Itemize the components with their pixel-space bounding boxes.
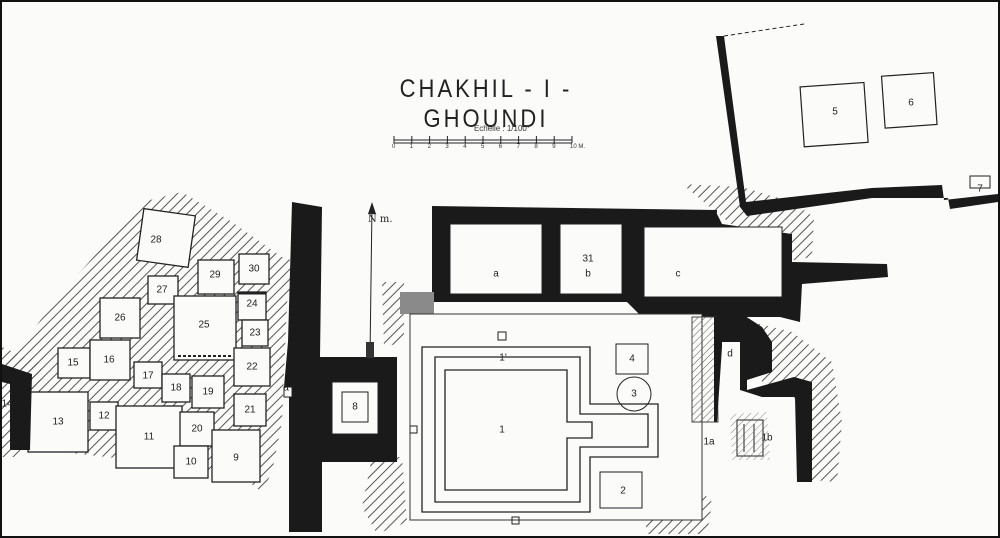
label-8: 8 <box>352 401 358 413</box>
label-4: 4 <box>629 353 635 365</box>
wall-far-left <box>2 364 32 450</box>
room-b <box>559 223 623 295</box>
label-12: 12 <box>98 410 110 422</box>
label-a: a <box>493 268 499 280</box>
scale-tick-7: 7 <box>516 144 520 150</box>
room-5-box <box>799 81 869 148</box>
label-b: b <box>585 268 591 280</box>
label-19: 19 <box>202 386 214 398</box>
room-c <box>643 226 783 298</box>
label-d: d <box>727 348 733 360</box>
scale-tick-0: 0 <box>392 144 396 150</box>
wall-right-hatched <box>691 316 719 423</box>
label-6: 6 <box>908 97 914 109</box>
scale-tick-9: 9 <box>552 144 556 150</box>
label-18: 18 <box>170 382 182 394</box>
wall-vertical-left <box>284 202 397 532</box>
label-16: 16 <box>103 354 115 366</box>
label-20: 20 <box>191 423 203 435</box>
ruin-hatch-right <box>752 322 842 482</box>
label-5: 5 <box>832 106 838 118</box>
label-27: 27 <box>156 284 168 296</box>
label-c: c <box>675 268 681 280</box>
basin-inner <box>434 356 649 503</box>
label-25: 25 <box>198 319 210 331</box>
room-d <box>722 342 740 374</box>
label-1-prime: 1' <box>499 352 507 364</box>
scale-caption: Echelle : 1/100° <box>473 124 531 133</box>
label-9: 9 <box>233 452 239 464</box>
north-arrow <box>369 204 373 358</box>
room-7-box <box>969 175 991 189</box>
room-4-box <box>615 343 649 375</box>
scale-tick-10: 10 M. <box>570 144 586 150</box>
label-26: 26 <box>114 312 126 324</box>
plan-title: CHAKHIL - I - GHOUNDI <box>399 74 573 133</box>
marker-left <box>409 425 418 434</box>
label-10: 10 <box>185 456 197 468</box>
scale-tick-3: 3 <box>445 144 449 150</box>
label-28: 28 <box>150 234 162 246</box>
wall-right-dark <box>714 314 812 482</box>
north-label: N m. <box>368 214 393 225</box>
room-6-box <box>880 71 938 129</box>
label-14: 14 <box>1 398 13 410</box>
room-2-box <box>599 471 643 509</box>
room-a <box>449 223 543 295</box>
label-22: 22 <box>246 361 258 373</box>
scale-tick-8: 8 <box>534 144 538 150</box>
label-29: 29 <box>209 269 221 281</box>
compound-top-edge <box>723 23 805 37</box>
marker-top <box>497 331 507 341</box>
label-3: 3 <box>631 388 637 400</box>
label-15: 15 <box>67 357 79 369</box>
label-2: 2 <box>620 485 626 497</box>
room-8-box <box>331 381 379 435</box>
label-1: 1 <box>499 424 505 436</box>
basin-outer <box>421 346 659 513</box>
left-rooms <box>27 207 271 483</box>
scale-tick-4: 4 <box>463 144 467 150</box>
scale-tick-6: 6 <box>498 144 503 150</box>
scale-tick-5: 5 <box>481 144 485 150</box>
label-1b: 1b <box>761 432 773 444</box>
marker-right <box>511 516 520 525</box>
label-7: 7 <box>977 183 983 195</box>
wall-top-right <box>716 36 998 216</box>
scale-tick-2: 2 <box>427 144 431 150</box>
label-1a: 1a <box>703 436 715 448</box>
well-3 <box>616 376 652 412</box>
ruin-hatch-center <box>382 282 404 347</box>
label-13: 13 <box>52 416 64 428</box>
scale-tick-1: 1 <box>409 144 414 150</box>
basin-core <box>444 369 593 491</box>
label-17: 17 <box>142 370 154 382</box>
grey-block <box>400 292 434 314</box>
label-21: 21 <box>244 404 256 416</box>
ruin-hatch-bottom <box>362 457 407 534</box>
label-11: 11 <box>143 431 155 443</box>
label-23: 23 <box>249 327 261 339</box>
label-31: 31 <box>582 253 594 265</box>
label-30: 30 <box>248 263 260 275</box>
label-a-door: a <box>283 382 289 394</box>
courtyard-outline <box>409 313 703 521</box>
label-24: 24 <box>246 298 258 310</box>
